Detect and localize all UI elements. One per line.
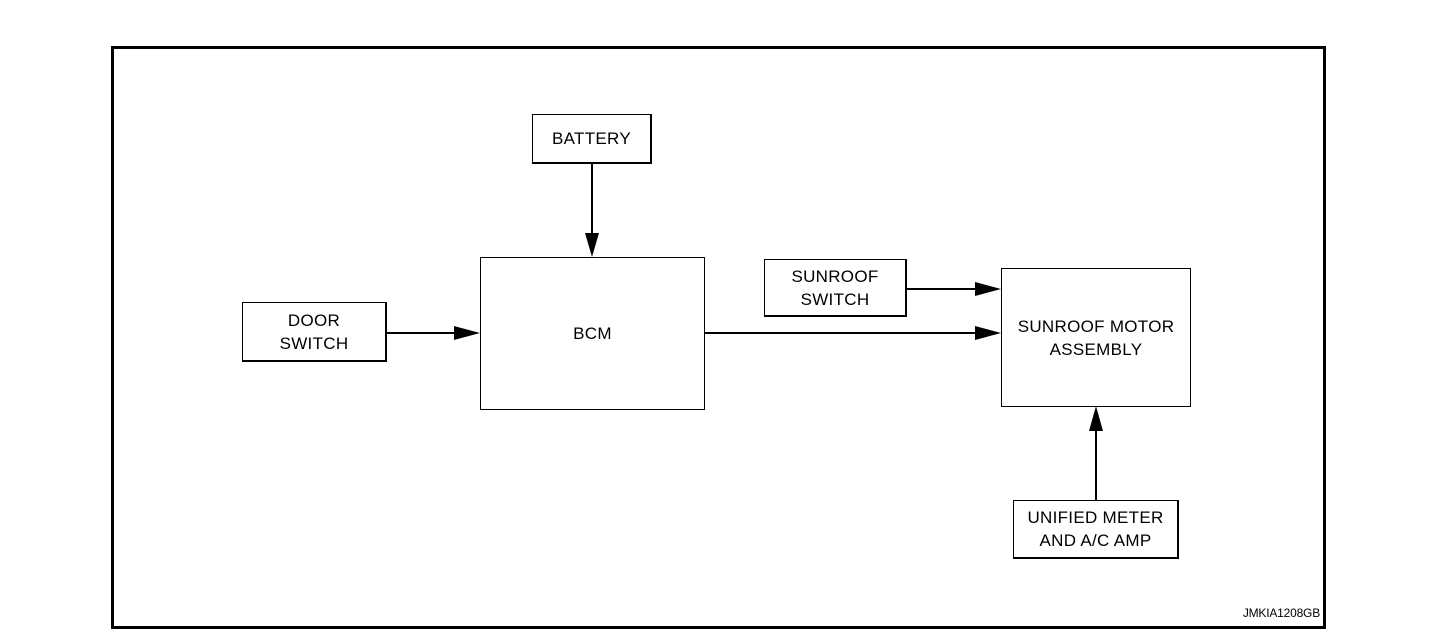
battery-block: BATTERY: [532, 114, 652, 164]
door-switch-label: DOOR SWITCH: [279, 310, 349, 353]
sunroof-switch-block: SUNROOF SWITCH: [764, 259, 907, 317]
sunroof-motor-assembly-label: SUNROOF MOTOR ASSEMBLY: [1017, 316, 1175, 359]
door-switch-block: DOOR SWITCH: [242, 302, 387, 362]
door-switch-to-bcm-connector: [386, 326, 480, 340]
unified-meter-label: UNIFIED METER AND A/C AMP: [1027, 508, 1164, 550]
battery-label: BATTERY: [552, 129, 631, 148]
sunroof-switch-to-motor-connector: [906, 282, 1001, 296]
unified-meter-to-motor-connector: [1089, 406, 1103, 500]
bcm-to-sunroof-motor-connector: [704, 326, 1001, 340]
figure-reference-code: JMKIA1208GB: [1242, 606, 1320, 620]
sunroof-motor-assembly-block: SUNROOF MOTOR ASSEMBLY: [1001, 268, 1191, 407]
battery-to-bcm-connector: [585, 163, 599, 257]
bcm-block: BCM: [480, 257, 705, 410]
bcm-label: BCM: [573, 324, 612, 343]
diagram-frame: [111, 46, 1326, 629]
unified-meter-block: UNIFIED METER AND A/C AMP: [1013, 500, 1179, 559]
sunroof-switch-label: SUNROOF SWITCH: [791, 266, 879, 309]
